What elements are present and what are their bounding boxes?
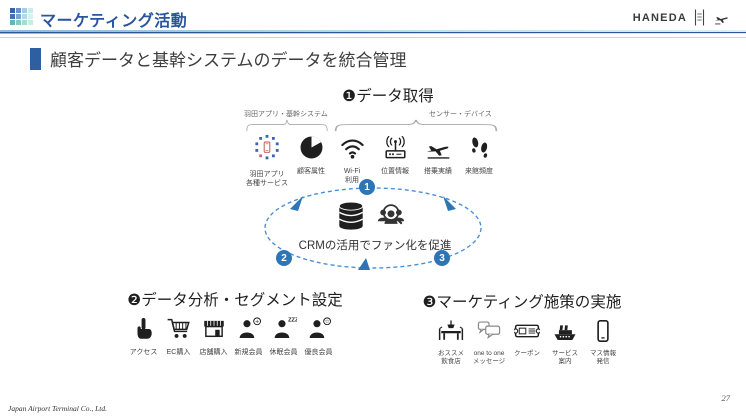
item-label: クーポン [514,350,540,357]
item-label: 優良会員 [304,349,333,356]
step3-item-coupon: クーポン [508,318,546,367]
step1-item-visit-frequency: 来館頻度 [459,134,499,188]
haneda-app-services-icon [255,134,279,160]
customer-analysis-icon [377,204,405,225]
item-label: 羽田アプリ 各種サービス [246,171,288,188]
header-rule-navy [0,32,746,33]
group-label-core-system: 羽田アプリ・基幹システム [244,111,328,118]
item-label: 位置情報 [381,168,409,175]
step3-icon-row: おススメ 飲食店 one to one メッセージ クーポン [432,318,624,367]
step3-item-mass-info: マス情報 発信 [584,318,622,367]
plus-badge: + [255,318,259,325]
airplane-logo-icon [715,16,728,24]
premium-member-icon: ☆ [309,317,331,338]
airport-seal-icon [694,9,705,26]
smartphone-icon [597,320,609,342]
step1-item-customer-attributes: 顧客属性 [291,134,331,188]
item-label: Wi-Fi 利用 [343,168,361,185]
item-label: 顧客属性 [297,168,325,175]
hand-cursor-icon [137,318,152,339]
item-label: おススメ 飲食店 [438,350,464,366]
crm-center-icons [332,198,407,234]
ship-icon [554,325,576,340]
item-label: 休眠会員 [269,349,298,356]
haneda-logo: HANEDA [633,9,732,26]
step1-item-location: 位置情報 [373,134,417,188]
zzz-badge: ZZZ [288,318,297,324]
chat-bubbles-icon [477,321,501,339]
brace-left-icon [246,119,328,132]
step2-item-new-member: + 新規会員 [231,316,266,357]
beacon-router-icon [384,135,406,159]
step2-item-dormant-member: ZZZ 休眠会員 [266,316,301,357]
step2-icon-row: アクセス EC購入 店舗購入 [126,316,338,357]
item-label: サービス 案内 [552,350,578,366]
footer-company: Japan Airport Terminal Co., Ltd. [8,404,107,413]
footprints-icon [471,137,487,158]
step2-item-ec-purchase: EC購入 [161,316,196,357]
step3-item-restaurants: おススメ 飲食店 [432,318,470,367]
step2-item-premium-member: ☆ 優良会員 [301,316,336,357]
cycle-arrow-left-icon [290,196,303,211]
page-title: マーケティング活動 [40,13,188,30]
item-label: 新規会員 [234,349,263,356]
item-label: 来館頻度 [465,168,493,175]
step2-item-access: アクセス [126,316,161,357]
step1-item-boarding: 搭乗実績 [417,134,459,188]
item-label: 店舗購入 [199,349,228,356]
page-number: 27 [721,393,731,403]
cycle-badge-2: 2 [276,250,292,266]
new-member-icon: + [239,317,261,338]
item-label: one to one メッセージ [472,350,506,366]
item-label: アクセス [129,349,158,356]
shopping-cart-icon [167,318,190,338]
item-label: マス情報 発信 [590,350,616,366]
slide-grid-logo-icon [10,8,33,25]
restaurant-icon [438,320,464,340]
step1-item-wifi: Wi-Fi 利用 [331,134,373,188]
subtitle-accent-bar [30,47,41,70]
cycle-badge-1: 1 [359,179,375,195]
step3-item-service-guide: サービス 案内 [546,318,584,367]
brace-right-icon [334,119,498,132]
wifi-icon [340,139,364,159]
step1-heading: ❶データ取得 [342,88,434,105]
step3-item-one-to-one: one to one メッセージ [470,318,508,367]
step1-item-app-services: 羽田アプリ 各種サービス [243,134,291,188]
step2-item-store-purchase: 店舗購入 [196,316,231,357]
slide-subtitle: 顧客データと基幹システムのデータを統合管理 [30,46,407,71]
crm-cycle-text: CRMの活用でファン化を促進 [298,240,452,252]
cycle-arrow-bottom-icon [358,258,370,270]
airplane-icon [426,146,449,159]
database-icon [338,201,364,230]
subtitle-text: 顧客データと基幹システムのデータを統合管理 [50,51,407,70]
coupon-ticket-icon [512,324,542,338]
group-label-sensor-device: センサー・デバイス [429,111,492,118]
step3-heading: ❸マーケティング施策の実施 [422,294,622,311]
dormant-member-icon: ZZZ [274,318,298,338]
storefront-icon [203,320,224,338]
star-badge: ☆ [324,318,330,325]
item-label: EC購入 [166,349,191,356]
header-rule-thin [0,37,746,38]
step1-icon-row: 羽田アプリ 各種サービス 顧客属性 Wi-Fi 利用 [243,134,501,188]
item-label: 搭乗実績 [424,168,452,175]
pie-chart-icon [300,136,322,159]
cycle-arrow-right-icon [443,196,456,211]
cycle-badge-3: 3 [434,250,450,266]
haneda-brand-text: HANEDA [632,11,687,24]
step2-heading: ❷データ分析・セグメント設定 [127,292,343,309]
